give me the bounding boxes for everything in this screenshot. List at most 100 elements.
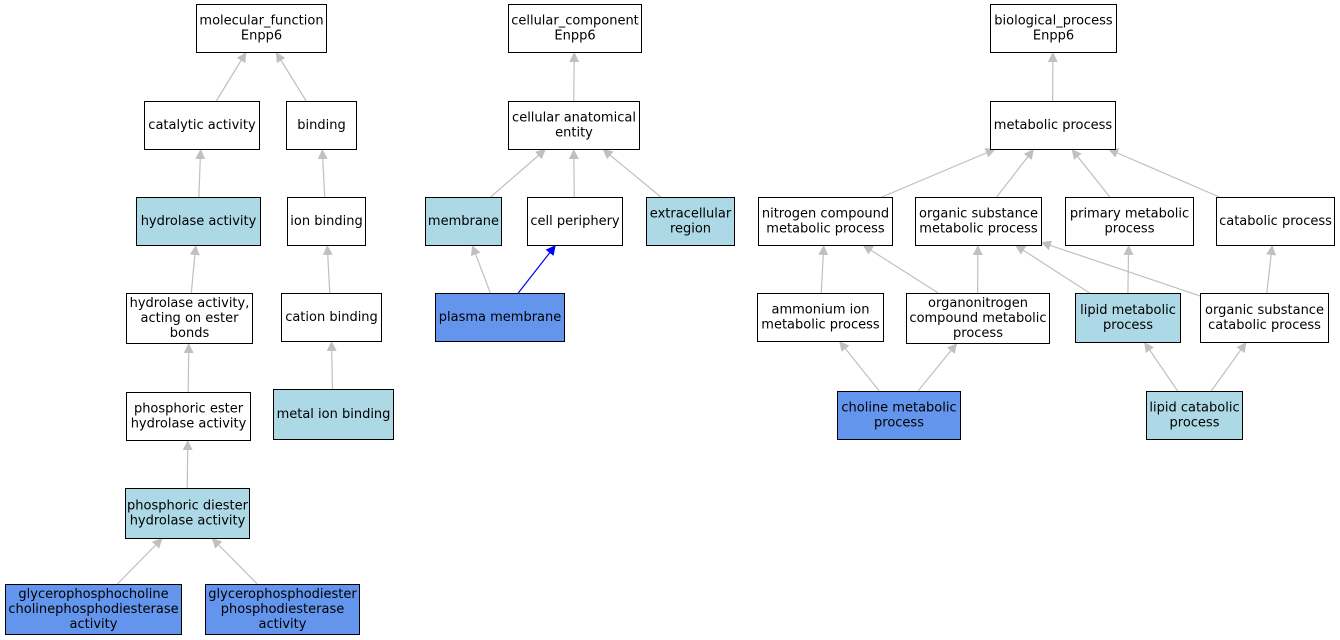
edge-mem-to-cae <box>490 148 547 198</box>
edge-pmem-to-cper <box>517 244 557 294</box>
node-mem[interactable]: membrane <box>425 197 502 246</box>
node-label: acting on ester <box>141 311 240 326</box>
node-label: organonitrogen <box>928 296 1028 311</box>
node-catab[interactable]: catabolic process <box>1216 197 1335 246</box>
edge-lipcat-to-lipid <box>1143 341 1179 392</box>
edge-pmem-to-mem <box>471 244 491 294</box>
node-label: process <box>1105 221 1155 236</box>
node-label: glycerophosphocholine <box>18 587 168 602</box>
edge-cae-to-cc <box>569 51 580 102</box>
node-label: phosphoric diester <box>127 498 249 513</box>
node-metal[interactable]: metal ion binding <box>273 389 394 440</box>
edge-cation-to-ion <box>322 244 333 294</box>
node-label: binding <box>297 118 345 133</box>
node-box <box>205 584 360 635</box>
node-box <box>286 101 357 150</box>
node-label: Enpp6 <box>241 28 282 43</box>
edge-lipid-to-prim <box>1123 244 1134 294</box>
node-label: primary metabolic <box>1070 206 1189 221</box>
edge-prim-to-metab <box>1071 148 1111 198</box>
node-pmem[interactable]: plasma membrane <box>435 293 565 342</box>
node-ion[interactable]: ion binding <box>287 197 366 246</box>
edges-layer <box>117 51 1277 585</box>
node-label: hydrolase activity <box>130 513 246 528</box>
node-box <box>196 4 327 53</box>
node-label: organic substance <box>919 206 1038 221</box>
edge-cat-to-mf <box>215 51 247 102</box>
node-cation[interactable]: cation binding <box>281 293 382 342</box>
node-box <box>915 197 1042 246</box>
node-label: hydrolase activity <box>131 416 247 431</box>
node-label: lipid metabolic <box>1080 303 1176 318</box>
edge-catab-to-metab <box>1107 148 1220 198</box>
node-box <box>126 392 251 441</box>
node-label: lipid catabolic <box>1149 400 1239 415</box>
node-metab[interactable]: metabolic process <box>990 101 1116 150</box>
node-label: phosphodiesterase <box>221 602 344 617</box>
edge-ammon-to-nitro <box>818 244 829 294</box>
edge-orgcat-to-catab <box>1266 244 1277 294</box>
node-cper[interactable]: cell periphery <box>527 197 623 246</box>
node-box <box>5 584 182 635</box>
node-label: metabolic process <box>761 317 880 332</box>
node-label: cellular anatomical <box>512 110 636 125</box>
node-box <box>1065 197 1194 246</box>
node-box <box>281 293 382 342</box>
edge-bind-to-mf <box>275 51 307 102</box>
node-box <box>508 101 640 150</box>
node-label: cell periphery <box>530 214 620 229</box>
node-label: bonds <box>170 326 210 341</box>
edge-hydro-to-cat <box>195 148 206 198</box>
node-label: process <box>1170 415 1220 430</box>
node-label: activity <box>70 617 118 632</box>
edge-pmono-to-hester <box>183 342 194 393</box>
node-box <box>425 197 502 246</box>
node-label: metabolic process <box>766 221 885 236</box>
node-gpdp[interactable]: glycerophosphodiesterphosphodiesteraseac… <box>205 584 360 635</box>
edge-orgsub-to-metab <box>996 148 1035 198</box>
node-label: phosphoric ester <box>134 401 244 416</box>
edge-lipcat-to-orgcat <box>1210 341 1247 392</box>
node-label: Enpp6 <box>554 28 595 43</box>
node-box <box>837 391 961 440</box>
node-box <box>1200 293 1329 343</box>
node-bind[interactable]: binding <box>286 101 357 150</box>
node-label: plasma membrane <box>439 310 562 325</box>
node-box <box>990 101 1116 150</box>
node-box <box>508 4 642 53</box>
edge-chol-to-orgnit <box>917 342 958 392</box>
node-gpcc[interactable]: glycerophosphocholinecholinephosphodiest… <box>5 584 182 635</box>
edge-gpcc-to-pdi <box>117 537 163 585</box>
node-hydro[interactable]: hydrolase activity <box>136 197 261 246</box>
node-label: cholinephosphodiesterase <box>8 602 178 617</box>
node-label: choline metabolic <box>841 400 956 415</box>
node-label: catalytic activity <box>148 118 256 133</box>
node-box <box>435 293 565 342</box>
node-box <box>646 197 735 246</box>
node-cat[interactable]: catalytic activity <box>144 101 260 150</box>
node-label: ion binding <box>290 214 362 229</box>
node-box <box>990 4 1117 53</box>
node-box <box>125 488 250 539</box>
node-label: process <box>953 326 1003 341</box>
node-label: hydrolase activity, <box>130 296 250 311</box>
